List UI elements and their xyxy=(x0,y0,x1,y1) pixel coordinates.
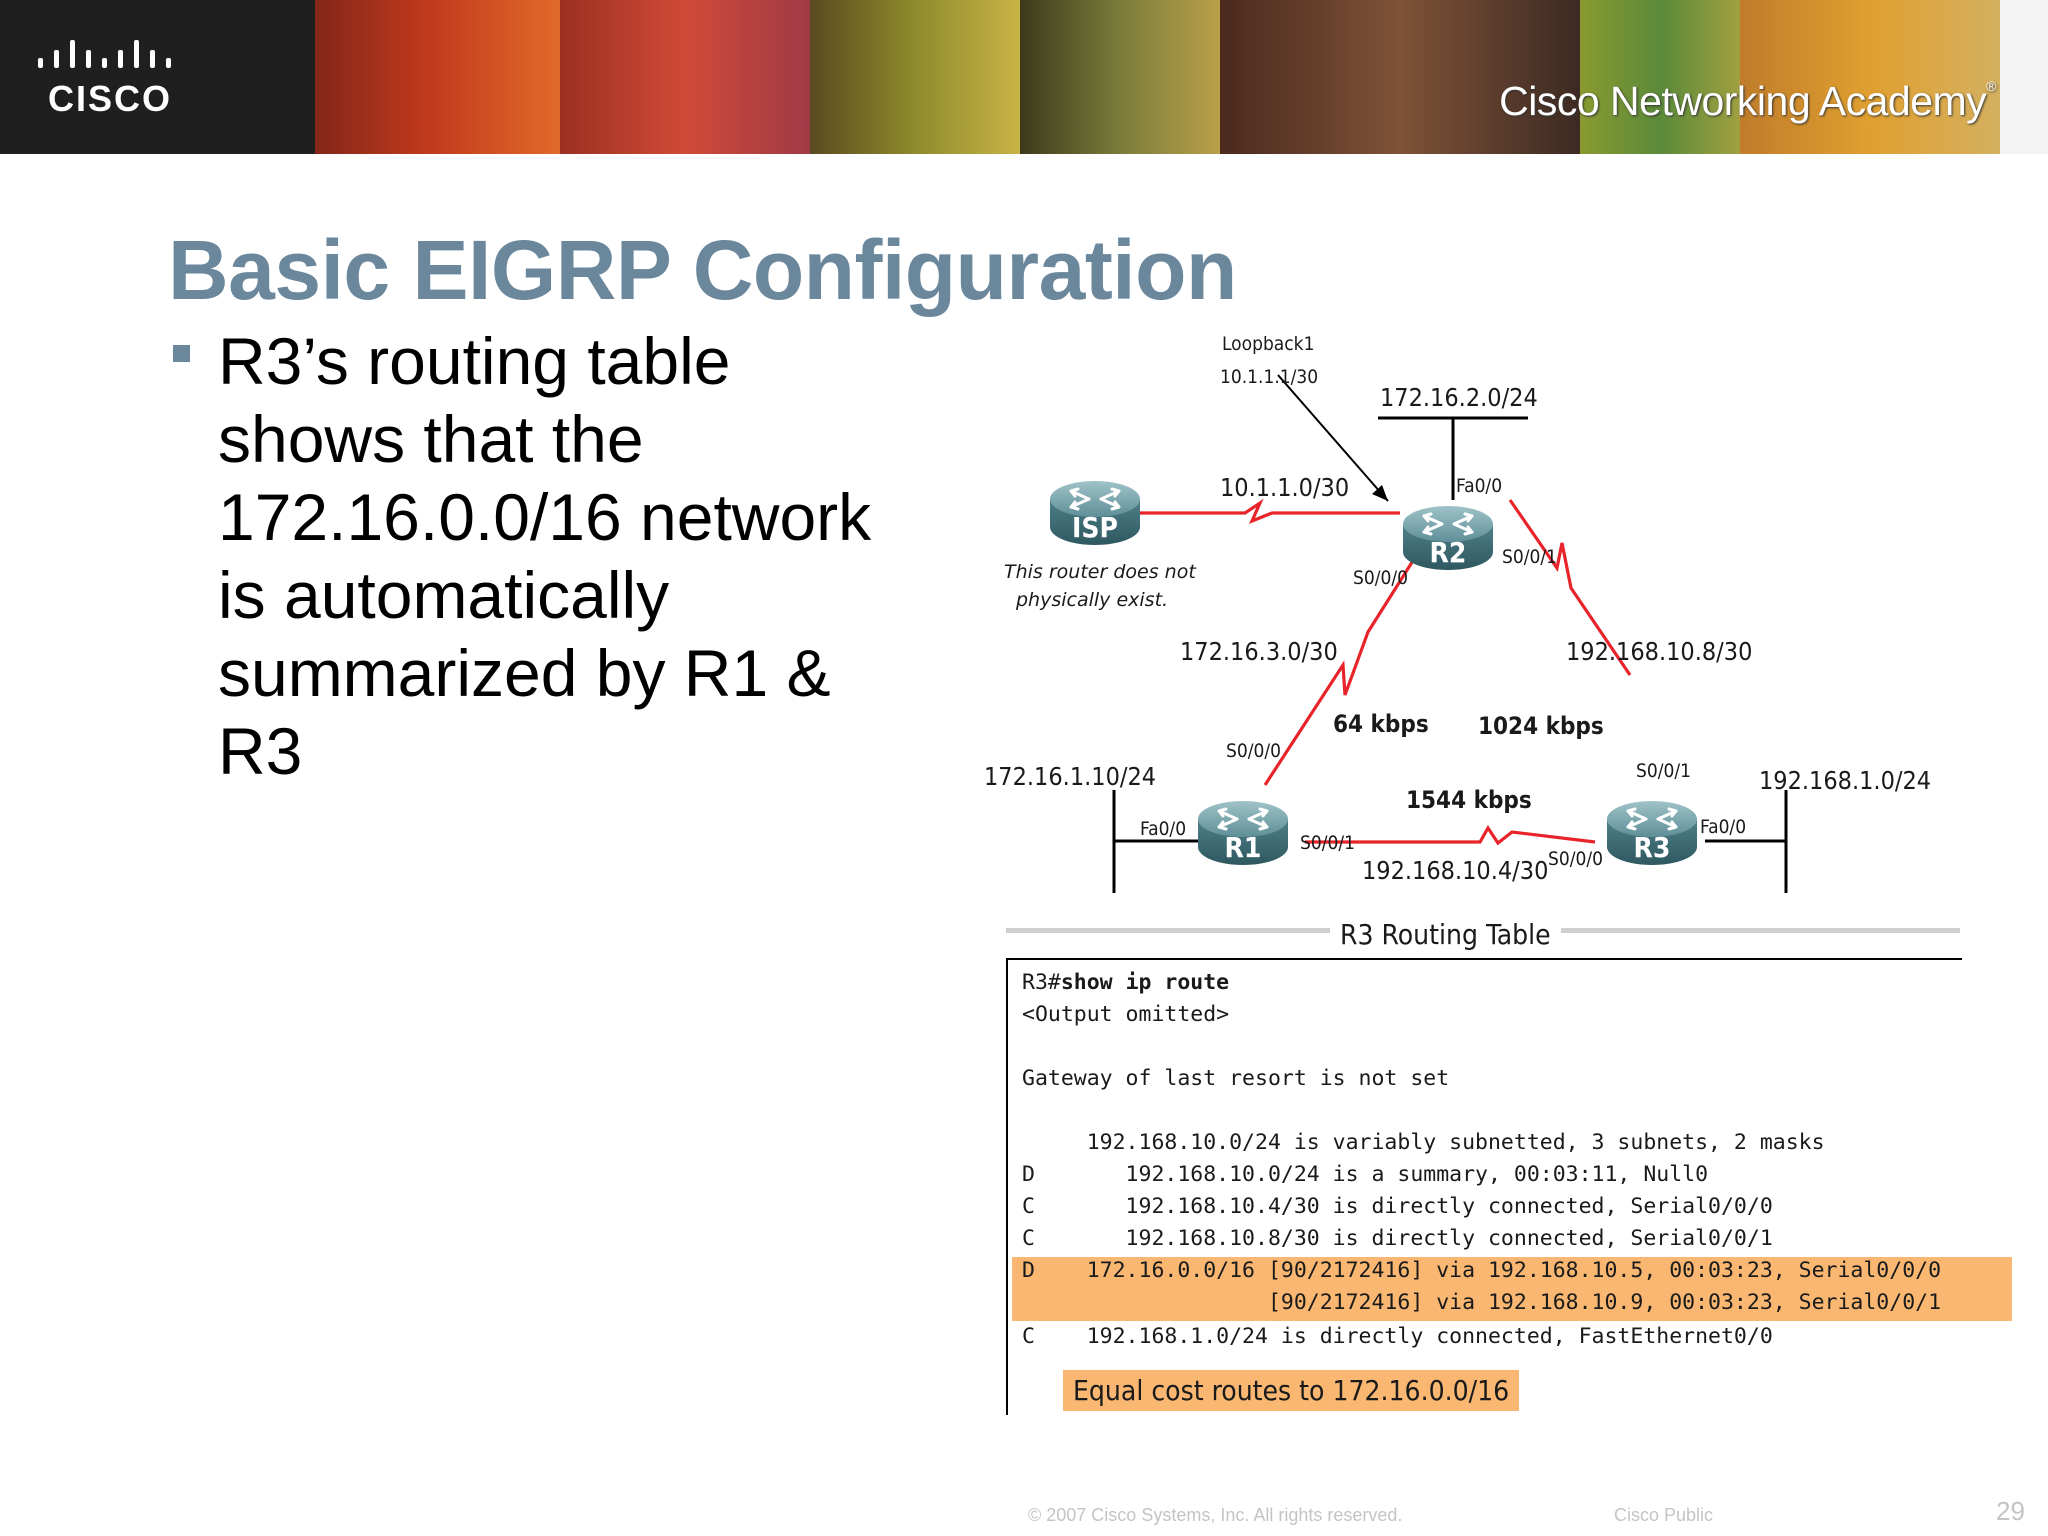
router-r3: R3 xyxy=(1605,799,1699,867)
r2-r3-network: 192.168.10.8/30 xyxy=(1566,637,1752,666)
cisco-bridge-icon xyxy=(38,40,171,68)
lan-r1-segment xyxy=(1112,790,1200,893)
route-entry: D 192.168.10.0/24 is a summary, 00:03:11… xyxy=(1022,1162,1709,1187)
cli-line-gateway: Gateway of last resort is not set xyxy=(1022,1066,1450,1091)
router-r2-label: R2 xyxy=(1430,536,1467,569)
r2-fa00: Fa0/0 xyxy=(1456,475,1502,497)
bw-r2-r3: 1024 kbps xyxy=(1478,712,1604,740)
serial-links xyxy=(1095,498,1632,846)
academy-title: Cisco Networking Academy® xyxy=(1499,78,1996,124)
cisco-logo: CISCO xyxy=(0,0,315,154)
bullet-text: R3’s routing table shows that the 172.16… xyxy=(218,324,872,788)
lan-r3-network: 192.168.1.0/24 xyxy=(1759,766,1931,795)
bw-r1-r2: 64 kbps xyxy=(1333,710,1429,738)
link-r1-r3 xyxy=(1305,824,1596,846)
route-entry: C 192.168.10.8/30 is directly connected,… xyxy=(1022,1226,1773,1251)
r1-r2-network: 172.16.3.0/30 xyxy=(1180,637,1338,666)
router-r2: R2 xyxy=(1401,504,1495,572)
lan-r1-network: 172.16.1.10/24 xyxy=(984,762,1156,791)
loopback-name: Loopback1 xyxy=(1222,333,1314,355)
link-r1-r2 xyxy=(1263,509,1447,786)
cli-command-line: R3#show ip route xyxy=(1022,970,1230,995)
r1-s000: S0/0/0 xyxy=(1226,740,1281,762)
bw-r1-r3: 1544 kbps xyxy=(1406,786,1532,814)
network-topology-diagram: ISP R2 R1 R3 Loopback1 10.1.1.1/30 172.1… xyxy=(984,333,1931,893)
router-isp: ISP xyxy=(1048,479,1142,547)
r1-s001: S0/0/1 xyxy=(1300,832,1355,854)
r2-s000: S0/0/0 xyxy=(1353,567,1408,589)
loopback-ip: 10.1.1.1/30 xyxy=(1220,366,1318,388)
routing-table-title: R3 Routing Table xyxy=(1330,918,1561,951)
isp-note-line2: physically exist. xyxy=(1015,589,1168,611)
lan-r2-segment xyxy=(1378,416,1528,500)
lan-segments xyxy=(1112,416,1788,893)
isp-note-line1: This router does not xyxy=(1004,561,1197,583)
slide-title: Basic EIGRP Configuration xyxy=(168,223,1237,317)
r1-fa00: Fa0/0 xyxy=(1140,818,1186,840)
loopback-arrow xyxy=(1277,374,1389,502)
lan-r3-segment xyxy=(1705,790,1788,893)
bullet-marker xyxy=(173,345,190,362)
r1-r3-network: 192.168.10.4/30 xyxy=(1362,856,1548,885)
equal-cost-highlight xyxy=(1012,1257,2012,1321)
route-entry: C 192.168.1.0/24 is directly connected, … xyxy=(1022,1324,1773,1349)
cli-line-subnetted: 192.168.10.0/24 is variably subnetted, 3… xyxy=(1022,1130,1825,1155)
lan-r2-network: 172.16.2.0/24 xyxy=(1380,383,1538,412)
cli-command: show ip route xyxy=(1060,970,1230,995)
r2-s001: S0/0/1 xyxy=(1502,546,1557,568)
r3-s001: S0/0/1 xyxy=(1636,760,1691,782)
router-r1-label: R1 xyxy=(1225,831,1262,864)
footer-classification: Cisco Public xyxy=(1614,1505,1714,1525)
footer-copyright: © 2007 Cisco Systems, Inc. All rights re… xyxy=(1028,1505,1403,1525)
r3-fa00: Fa0/0 xyxy=(1700,816,1746,838)
router-r3-label: R3 xyxy=(1634,831,1671,864)
r3-s000: S0/0/0 xyxy=(1548,848,1603,870)
equal-cost-callout: Equal cost routes to 172.16.0.0/16 xyxy=(1063,1370,1520,1411)
header-banner: CISCO Cisco Networking Academy® xyxy=(0,0,2048,154)
cisco-wordmark: CISCO xyxy=(48,78,173,119)
link-r2-r3 xyxy=(1508,499,1632,676)
route-entry-highlighted: D 172.16.0.0/16 [90/2172416] via 192.168… xyxy=(1022,1258,1942,1283)
isp-link-network: 10.1.1.0/30 xyxy=(1220,473,1349,502)
router-isp-label: ISP xyxy=(1072,511,1118,544)
link-isp-r2 xyxy=(1095,498,1400,524)
routing-table-output: R3#show ip route <Output omitted> Gatewa… xyxy=(1006,958,2012,1415)
route-entry-highlighted: [90/2172416] via 192.168.10.9, 00:03:23,… xyxy=(1022,1290,1942,1315)
page-number: 29 xyxy=(1996,1496,2025,1526)
router-r1: R1 xyxy=(1196,799,1290,867)
route-entry: C 192.168.10.4/30 is directly connected,… xyxy=(1022,1194,1773,1219)
cli-line-omitted: <Output omitted> xyxy=(1022,1002,1230,1027)
